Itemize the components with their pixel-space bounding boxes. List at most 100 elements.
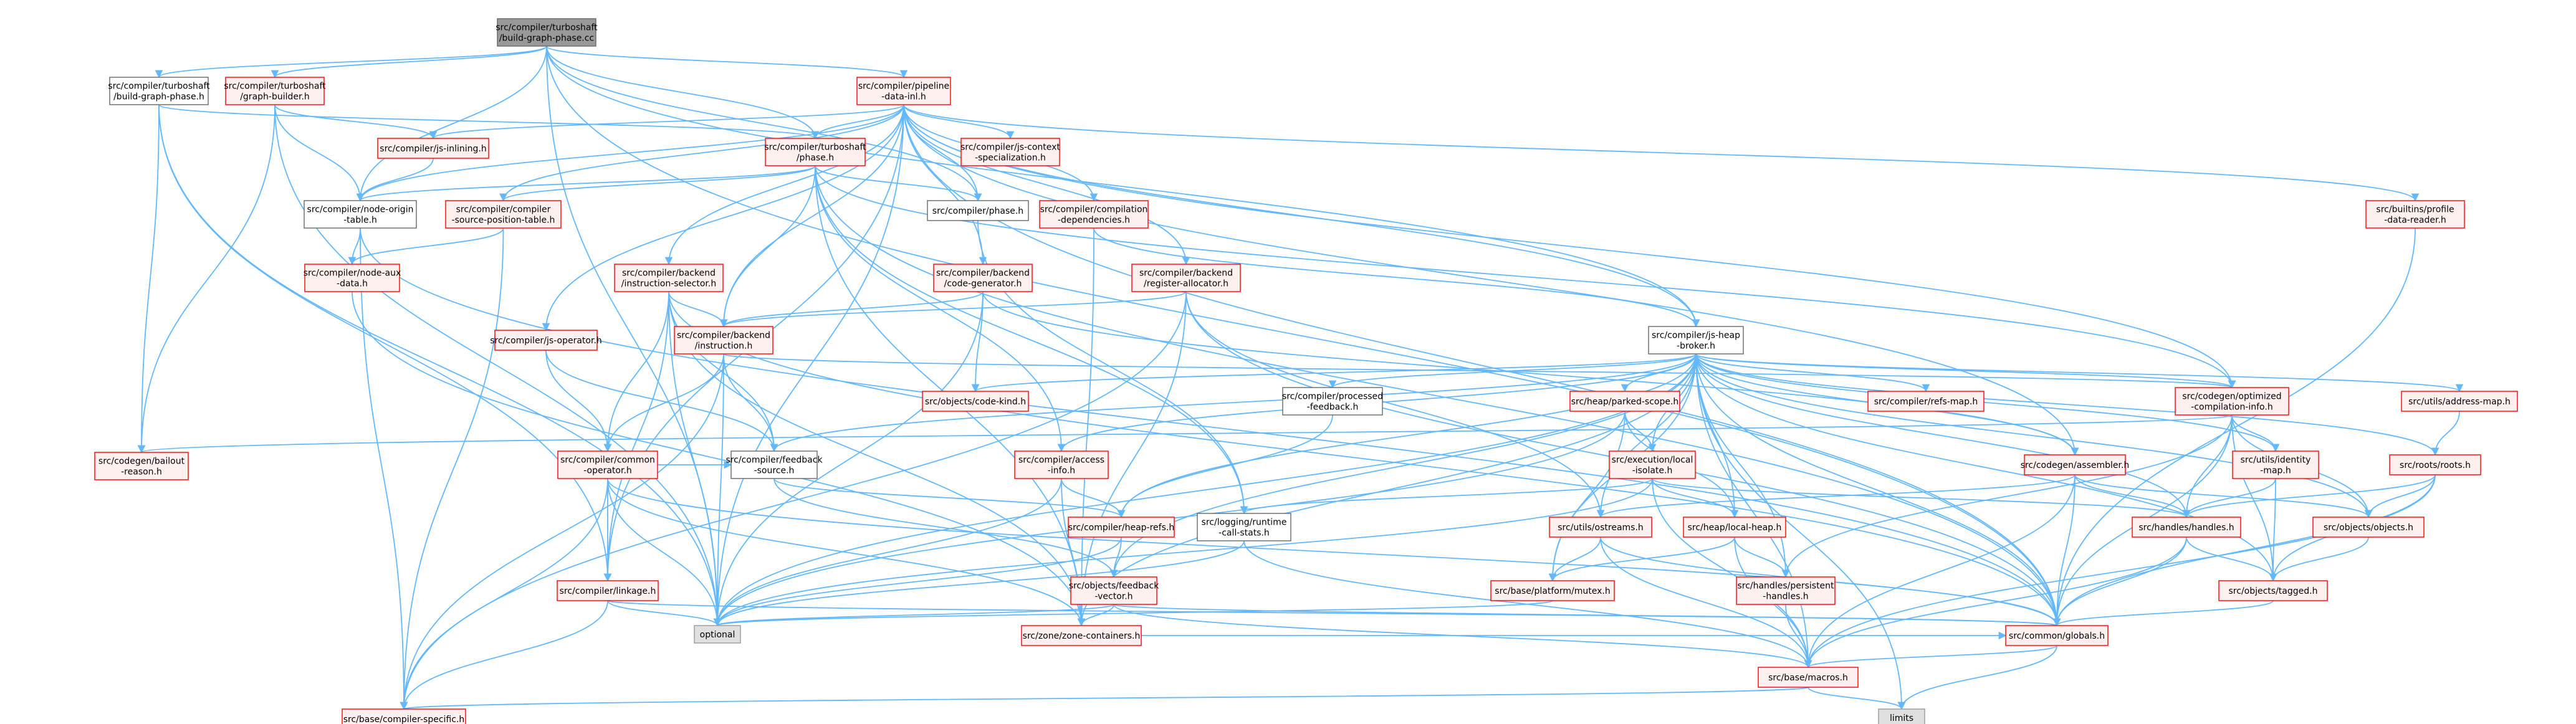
node-platform-mutex[interactable]: src/base/platform/mutex.h [1490, 580, 1615, 601]
edge-handles-to-macros [1804, 536, 2187, 669]
node-local-heap[interactable]: src/heap/local-heap.h [1683, 517, 1786, 538]
node-bgp-h[interactable]: src/compiler/turboshaft/build-graph-phas… [108, 77, 210, 105]
edge-access_info-to-optional [713, 478, 1062, 627]
node-label-line: /build-graph-phase.cc [499, 34, 594, 44]
node-builtins-profile[interactable]: src/builtins/profile-data-reader.h [2365, 200, 2465, 229]
node-globals[interactable]: src/common/globals.h [2005, 625, 2109, 646]
edge-handles-to-globals [2052, 536, 2187, 627]
node-box [730, 450, 818, 479]
edge-macros-to-limits [1808, 687, 1906, 710]
dependency-edge [903, 104, 2419, 202]
edge-graph_builder-to-js_inlining [274, 104, 438, 140]
node-heap-refs[interactable]: src/compiler/heap-refs.h [1068, 517, 1175, 538]
node-comp-deps[interactable]: src/compiler/compilation-dependencies.h [1039, 200, 1149, 229]
node-label-line: /phase.h [797, 153, 834, 163]
edge-tagged-to-globals [2052, 600, 2274, 627]
node-rt-call-stats[interactable]: src/logging/runtime-call-stats.h [1197, 513, 1291, 541]
node-bailout[interactable]: src/codegen/bailout-reason.h [94, 452, 189, 480]
node-box [1549, 517, 1652, 538]
dependency-edge [713, 478, 1653, 627]
node-label-line: -source.h [754, 466, 795, 476]
edge-local_heap-to-persistent_handles [1734, 536, 1790, 578]
edge-instr_sel-to-common_op [603, 291, 669, 452]
node-src-pos[interactable]: src/compiler/compiler-source-position-ta… [445, 200, 562, 229]
dependency-edge [348, 227, 361, 265]
edge-reg_alloc-to-instruction [720, 291, 1187, 328]
node-zone-containers[interactable]: src/zone/zone-containers.h [1021, 625, 1142, 646]
edge-js_op-to-common_op [545, 350, 612, 452]
edge-root-to-bgp_h [155, 45, 547, 79]
node-handles[interactable]: src/handles/handles.h [2132, 517, 2241, 538]
node-processed-fb[interactable]: src/compiler/processed-feedback.h [1282, 387, 1383, 416]
dependency-edge [546, 45, 1700, 328]
node-js-ctx-spec[interactable]: src/compiler/js-context-specialization.h [960, 138, 1060, 166]
edge-access_info-to-heap_refs [1061, 478, 1126, 518]
node-label-line: src/compiler/js-context [960, 143, 1060, 153]
node-identity-map[interactable]: src/utils/identity-map.h [2232, 450, 2319, 479]
dependency-edge [1695, 353, 2191, 518]
edge-js_heap_broker-to-code_kind [972, 353, 1697, 393]
node-label-line: /build-graph-phase.h [113, 92, 204, 102]
node-reg-alloc[interactable]: src/compiler/backend/register-allocator.… [1131, 264, 1241, 292]
node-parked-scope[interactable]: src/heap/parked-scope.h [1569, 391, 1680, 412]
dependency-edge [1185, 291, 1605, 518]
edge-ts_phase-to-instruction [719, 165, 816, 328]
dependency-edge [545, 350, 612, 452]
dependency-edge [1804, 536, 2187, 669]
dependency-edge [719, 165, 816, 328]
node-fb-source[interactable]: src/compiler/feedback-source.h [725, 450, 823, 479]
node-code-gen[interactable]: src/compiler/backend/code-generator.h [933, 264, 1033, 292]
node-phase-h[interactable]: src/compiler/phase.h [927, 200, 1029, 221]
node-code-kind[interactable]: src/objects/code-kind.h [922, 391, 1029, 412]
edge-instr_sel-to-optional [668, 291, 722, 627]
node-graph-builder[interactable]: src/compiler/turboshaft/graph-builder.h [224, 77, 326, 105]
dependency-edge [1695, 353, 1812, 669]
node-pipeline-data[interactable]: src/compiler/pipeline-data-inl.h [856, 77, 951, 105]
edge-src_pos-to-node_aux [348, 227, 504, 265]
node-objects-h[interactable]: src/objects/objects.h [2312, 517, 2425, 538]
edge-exec_local_isolate-to-optional [713, 478, 1653, 627]
node-common-op[interactable]: src/compiler/common-operator.h [557, 450, 658, 479]
node-address-map[interactable]: src/utils/address-map.h [2401, 391, 2518, 412]
node-access-info[interactable]: src/compiler/access-info.h [1014, 450, 1109, 479]
node-label-line: limits [1890, 713, 1913, 723]
dependency-edge [1897, 645, 2057, 710]
node-js-op[interactable]: src/compiler/js-operator.h [490, 330, 602, 351]
node-linkage[interactable]: src/compiler/linkage.h [557, 580, 659, 601]
edge-platform_mutex-to-optional [714, 600, 1553, 627]
node-assembler[interactable]: src/codegen/assembler.h [2021, 454, 2130, 475]
node-js-inlining[interactable]: src/compiler/js-inlining.h [377, 138, 489, 159]
node-box [1070, 576, 1157, 605]
node-instr-sel[interactable]: src/compiler/backend/instruction-selecto… [614, 264, 724, 292]
node-macros[interactable]: src/base/macros.h [1758, 667, 1859, 688]
dependency-edge [1117, 414, 1333, 518]
node-refs-map[interactable]: src/compiler/refs-map.h [1867, 391, 1985, 412]
node-js-heap-broker[interactable]: src/compiler/js-heap-broker.h [1648, 326, 1744, 355]
node-root[interactable]: src/compiler/turboshaft/build-graph-phas… [496, 18, 598, 47]
edge-fb_vector-to-optional [714, 604, 1114, 627]
node-tagged[interactable]: src/objects/tagged.h [2218, 580, 2328, 601]
edge-opt_comp_info-to-identity_map [2231, 414, 2280, 452]
node-fb-vector[interactable]: src/objects/feedback-vector.h [1069, 576, 1160, 605]
node-persistent-handles[interactable]: src/handles/persistent-handles.h [1736, 576, 1836, 605]
edge-node_origin-to-compiler_specific [360, 227, 408, 710]
node-compiler-specific[interactable]: src/base/compiler-specific.h [342, 708, 466, 724]
node-ostreams[interactable]: src/utils/ostreams.h [1549, 517, 1652, 538]
node-node-origin[interactable]: src/compiler/node-origin-table.h [304, 200, 417, 229]
dependency-edge [1328, 353, 1697, 389]
dependency-edge [1652, 478, 2190, 518]
dependency-edge [713, 540, 1245, 627]
node-ts-phase[interactable]: src/compiler/turboshaft/phase.h [764, 138, 866, 166]
dependency-edge [903, 104, 2236, 389]
node-box [2365, 200, 2465, 229]
node-instruction[interactable]: src/compiler/backend/instruction.h [674, 326, 773, 355]
node-exec-local-isolate[interactable]: src/execution/local-isolate.h [1609, 450, 1696, 479]
node-node-aux[interactable]: src/compiler/node-aux-data.h [304, 264, 401, 292]
node-label-line: src/objects/feedback [1069, 581, 1160, 591]
edge-ts_phase-to-globals [815, 165, 2061, 627]
node-label-line: src/compiler/js-inlining.h [380, 144, 486, 154]
edge-instruction-to-fb_source [723, 353, 778, 452]
node-roots[interactable]: src/roots/roots.h [2389, 454, 2481, 475]
node-opt-comp-info[interactable]: src/codegen/optimized-compilation-info.h [2175, 387, 2289, 416]
edge-linkage-to-globals [607, 600, 2060, 627]
